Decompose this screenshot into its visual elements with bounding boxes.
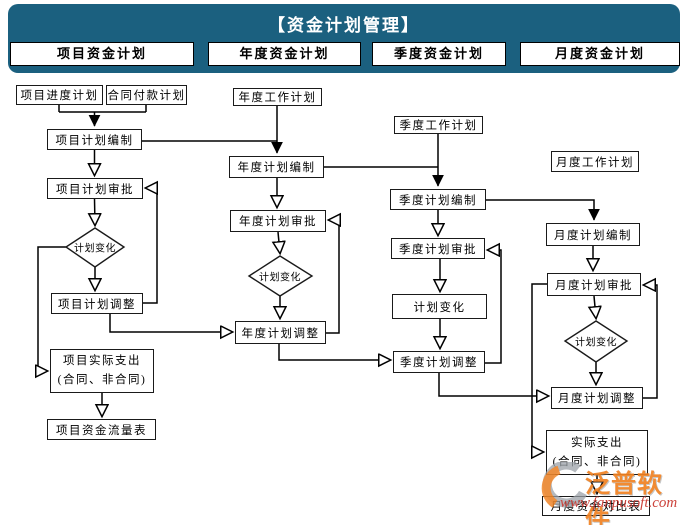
node-project-plan-adjust: 项目计划调整 — [51, 293, 143, 314]
node-project-progress-plan: 项目进度计划 — [16, 85, 103, 105]
node-month-actual-expense: 实际支出 (合同、非合同) — [546, 430, 648, 475]
node-month-plan-approve: 月度计划审批 — [547, 273, 641, 296]
node-project-actual-expense-line1: 项目实际支出 — [63, 355, 141, 367]
node-quarter-work-plan: 季度工作计划 — [394, 116, 483, 134]
node-quarter-plan-approve: 季度计划审批 — [391, 238, 485, 259]
node-annual-work-plan: 年度工作计划 — [233, 88, 322, 106]
node-project-actual-expense-line2: (合同、非合同) — [57, 374, 147, 386]
page-title: 【资金计划管理】 — [268, 16, 420, 35]
month-plan-change-diamond — [563, 320, 629, 363]
node-project-fund-flow-table: 项目资金流量表 — [47, 419, 156, 440]
node-project-actual-expense: 项目实际支出 (合同、非合同) — [50, 349, 154, 393]
project-plan-change-diamond — [64, 227, 126, 268]
node-quarter-plan-change: 计划变化 — [392, 294, 487, 319]
node-project-plan-approve: 项目计划审批 — [47, 178, 143, 199]
label-project-plan-change: 计划变化 — [74, 243, 116, 255]
node-month-actual-expense-line2: (合同、非合同) — [552, 455, 642, 468]
tab-quarter-fund-plan[interactable]: 季度资金计划 — [372, 42, 506, 66]
node-annual-plan-prepare: 年度计划编制 — [229, 156, 324, 178]
tab-project-fund-plan[interactable]: 项目资金计划 — [10, 42, 194, 66]
node-month-work-plan: 月度工作计划 — [551, 151, 639, 172]
label-annual-plan-change: 计划变化 — [259, 272, 301, 284]
node-annual-plan-approve: 年度计划审批 — [230, 210, 326, 232]
decision-diamonds — [64, 227, 629, 363]
annual-plan-change-diamond — [247, 255, 314, 297]
connector-lines — [38, 104, 658, 493]
node-project-plan-prepare: 项目计划编制 — [47, 129, 142, 150]
node-month-actual-expense-line1: 实际支出 — [571, 436, 623, 449]
node-quarter-plan-prepare: 季度计划编制 — [390, 189, 486, 210]
tab-annual-fund-plan[interactable]: 年度资金计划 — [208, 42, 361, 66]
tab-month-fund-plan[interactable]: 月度资金计划 — [520, 42, 680, 66]
node-month-fund-compare-table: 月度资金对比表 — [542, 496, 650, 516]
node-month-plan-prepare: 月度计划编制 — [546, 223, 640, 246]
node-month-plan-adjust: 月度计划调整 — [551, 387, 643, 409]
node-contract-payment-plan: 合同付款计划 — [106, 85, 187, 105]
node-quarter-plan-adjust: 季度计划调整 — [393, 351, 485, 373]
node-annual-plan-adjust: 年度计划调整 — [235, 321, 326, 344]
label-month-plan-change: 计划变化 — [575, 337, 617, 349]
